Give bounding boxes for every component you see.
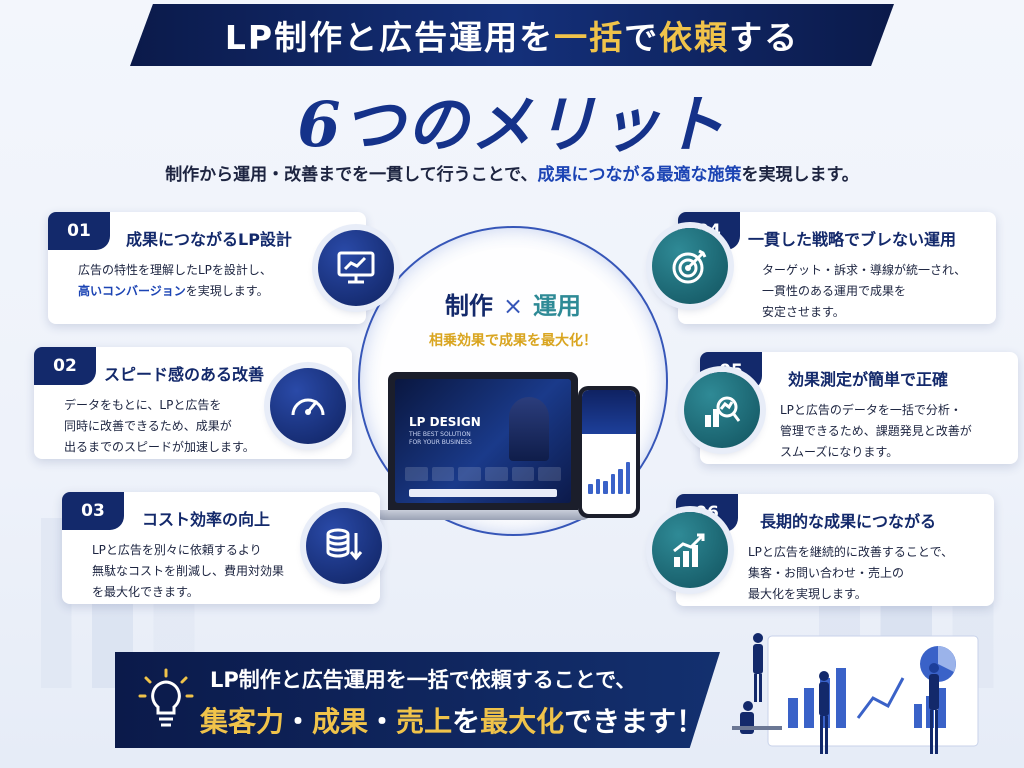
merit-number: 01 [48, 212, 110, 250]
banner-text-3: する [729, 18, 800, 57]
center-right-word: 運用 [533, 292, 582, 320]
footer-gold-3: 売上 [396, 705, 453, 738]
merit-title: 成果につながるLP設計 [126, 230, 292, 249]
center-left-word: 制作 [444, 292, 493, 320]
merit-number: 02 [34, 347, 96, 385]
subtitle-text-2: を実現します。 [741, 165, 859, 185]
page-subtitle: 制作から運用・改善までを一貫して行うことで、成果につながる最適な施策を実現します… [0, 160, 1024, 185]
page-title: 6つのメリット [297, 88, 727, 161]
merit-title: コスト効率の向上 [142, 510, 271, 529]
phone-mockup [578, 386, 640, 518]
footer-banner [115, 652, 720, 748]
laptop-feature-boxes [405, 467, 562, 481]
laptop-cta-bar [409, 489, 557, 497]
banner-title: LP制作と広告運用を一括で依頼する [225, 11, 799, 59]
merit-title: 一貫した戦略でブレない運用 [748, 230, 957, 249]
banner-gold-2: 依頼 [659, 18, 730, 57]
laptop-base [374, 510, 592, 520]
footer-dot-1: ・ [284, 705, 313, 738]
header-banner: LP制作と広告運用を一括で依頼する [130, 4, 894, 66]
subtitle-highlight: 成果につながる最適な施策 [537, 165, 742, 185]
laptop-person-image [509, 397, 549, 461]
merit-description-highlight: 高いコンバージョン [78, 284, 186, 298]
banner-gold-1: 一括 [554, 18, 625, 57]
laptop-screen: LP DESIGN THE BEST SOLUTION FOR YOUR BUS… [395, 379, 571, 503]
speedometer-icon [270, 368, 346, 444]
center-heading: 制作 × 運用 [358, 286, 668, 321]
footer-end: できます！ [564, 705, 705, 738]
footer-mid: を [452, 705, 481, 738]
merit-title: スピード感のある改善 [104, 365, 265, 384]
footer-gold-4: 最大化 [480, 705, 565, 738]
phone-screen [582, 390, 636, 514]
phone-chart-header [582, 390, 636, 434]
phone-bar-chart [588, 460, 630, 494]
merit-description-part: 広告の特性を理解したLPを設計し、 [78, 263, 272, 277]
merit-description-part: を実現します。 [185, 284, 269, 298]
merit-card-01: 01 成果につながるLP設計広告の特性を理解したLPを設計し、 高いコンバージョン… [48, 212, 366, 324]
merit-description: 広告の特性を理解したLPを設計し、 高いコンバージョンを実現します。 [78, 260, 272, 302]
merit-description: ターゲット・訴求・導線が統一され、 一貫性のある運用で成果を 安定させます。 [762, 263, 967, 319]
growth-chart-icon [652, 512, 728, 588]
banner-text-1: LP制作と広告運用を [224, 18, 555, 57]
laptop-subtitle: THE BEST SOLUTION FOR YOUR BUSINESS [409, 431, 472, 446]
footer-gold-2: 成果 [312, 705, 369, 738]
merit-title: 長期的な成果につながる [760, 512, 937, 531]
target-icon [652, 228, 728, 304]
merit-title: 効果測定が簡単で正確 [788, 370, 949, 389]
business-team-illustration [732, 633, 979, 754]
merit-description: LPと広告を別々に依頼するより 無駄なコストを削減し、費用対効果 を最大化できま… [92, 543, 285, 599]
merit-description: LPと広告のデータを一括で分析・ 管理できるため、課題発見と改善が スムーズにな… [780, 403, 972, 459]
center-subheading: 相乗効果で成果を最大化！ [429, 333, 597, 349]
laptop-title: LP DESIGN [409, 415, 481, 429]
center-cross: × [502, 292, 524, 320]
subtitle-text-1: 制作から運用・改善までを一貫して行うことで、 [165, 165, 538, 185]
chart-magnifier-icon [684, 372, 760, 448]
merit-description: LPと広告を継続的に改善することで、 集客・お問い合わせ・売上の 最大化を実現し… [748, 545, 954, 601]
monitor-chart-icon [318, 230, 394, 306]
footer-line-1: LP制作と広告運用を一括で依頼することで、 [210, 668, 637, 692]
lightbulb-icon [138, 668, 194, 727]
laptop-mockup: LP DESIGN THE BEST SOLUTION FOR YOUR BUS… [388, 372, 578, 510]
footer-line-2: 集客力・成果・売上を最大化できます！ [200, 700, 704, 740]
footer-gold-1: 集客力 [200, 705, 285, 738]
merit-description: データをもとに、LPと広告を 同時に改善できるため、成果が 出るまでのスピードが… [64, 398, 255, 454]
merit-number: 03 [62, 492, 124, 530]
coins-down-icon [306, 508, 382, 584]
footer-dot-2: ・ [368, 705, 397, 738]
banner-text-2: で [624, 18, 660, 57]
